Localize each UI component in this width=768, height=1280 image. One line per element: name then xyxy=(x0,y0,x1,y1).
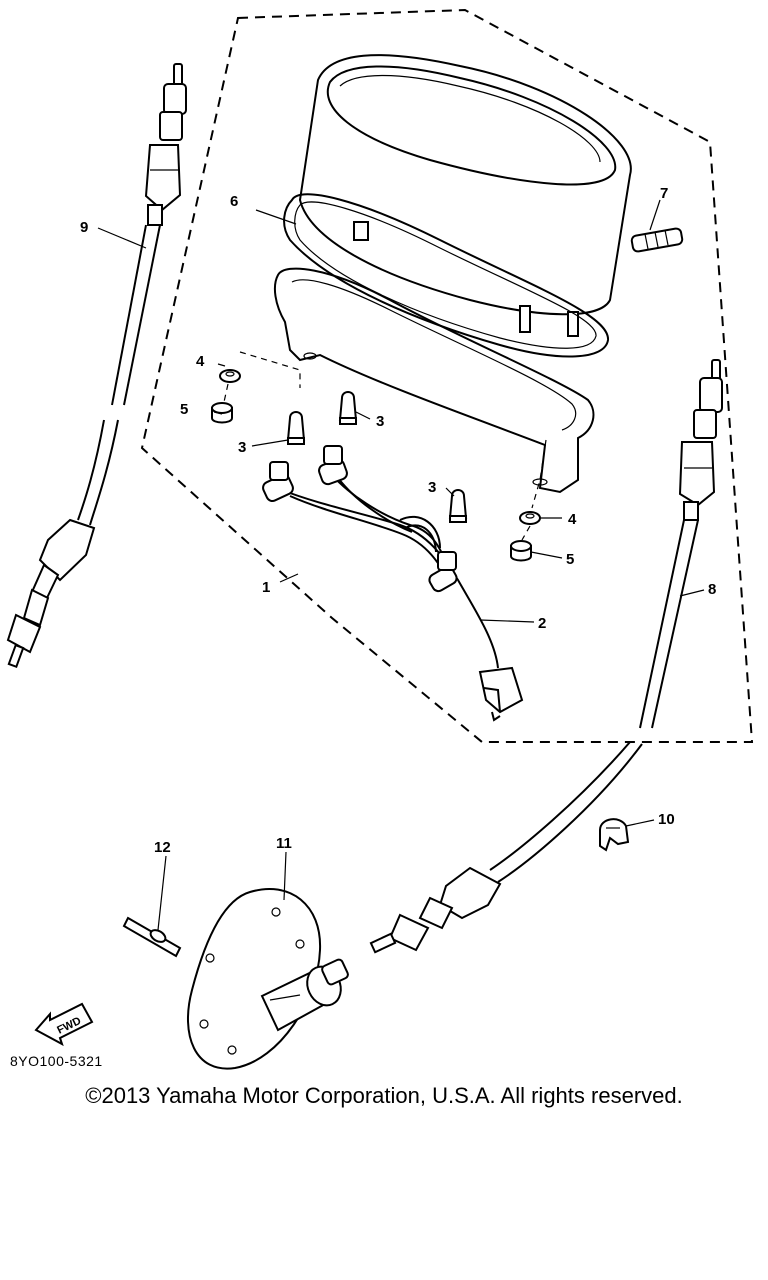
callout-5: 5 xyxy=(180,401,188,418)
meter-gasket xyxy=(283,193,610,358)
bulb xyxy=(286,411,306,445)
washer-right xyxy=(510,540,532,562)
callout-7: 7 xyxy=(660,185,668,202)
drive-pin xyxy=(122,916,182,958)
copyright-notice: ©2013 Yamaha Motor Corporation, U.S.A. A… xyxy=(85,1083,683,1108)
callout-3: 3 xyxy=(376,413,384,430)
callout-8: 8 xyxy=(708,581,716,598)
assembly-boundary xyxy=(140,8,754,743)
bulb xyxy=(338,391,358,425)
callout-3: 3 xyxy=(238,439,246,456)
callout-6: 6 xyxy=(230,193,238,210)
meter-housing xyxy=(298,54,632,337)
washer-left xyxy=(211,402,233,424)
parts-diagram: FWD 1 2 3 3 3 4 4 5 5 6 7 8 9 10 11 12 xyxy=(6,8,754,1070)
callout-9: 9 xyxy=(80,219,88,236)
mount-stud xyxy=(567,311,579,337)
tachometer-cable xyxy=(6,63,187,669)
speedometer-cable xyxy=(369,359,723,954)
wire-harness xyxy=(262,445,524,722)
bulb xyxy=(448,489,468,523)
diagram-reference-code: 8YO100-5321 xyxy=(10,1053,103,1069)
callout-2: 2 xyxy=(538,615,546,632)
callout-4: 4 xyxy=(196,353,205,370)
callout-5: 5 xyxy=(566,551,574,568)
callout-1: 1 xyxy=(262,579,270,596)
callout-3: 3 xyxy=(428,479,436,496)
grommet-left xyxy=(219,369,241,383)
callout-12: 12 xyxy=(154,839,171,856)
reset-knob xyxy=(630,227,684,253)
cable-clamp xyxy=(599,818,630,852)
callout-4: 4 xyxy=(568,511,577,528)
mount-stud xyxy=(519,305,531,333)
meter-bracket xyxy=(273,267,595,494)
callout-10: 10 xyxy=(658,811,675,828)
mount-stud xyxy=(353,221,369,241)
speedometer-gear-unit xyxy=(187,888,349,1070)
grommet-right xyxy=(519,511,541,525)
fwd-arrow-icon: FWD xyxy=(34,1002,94,1047)
callout-11: 11 xyxy=(276,835,292,852)
